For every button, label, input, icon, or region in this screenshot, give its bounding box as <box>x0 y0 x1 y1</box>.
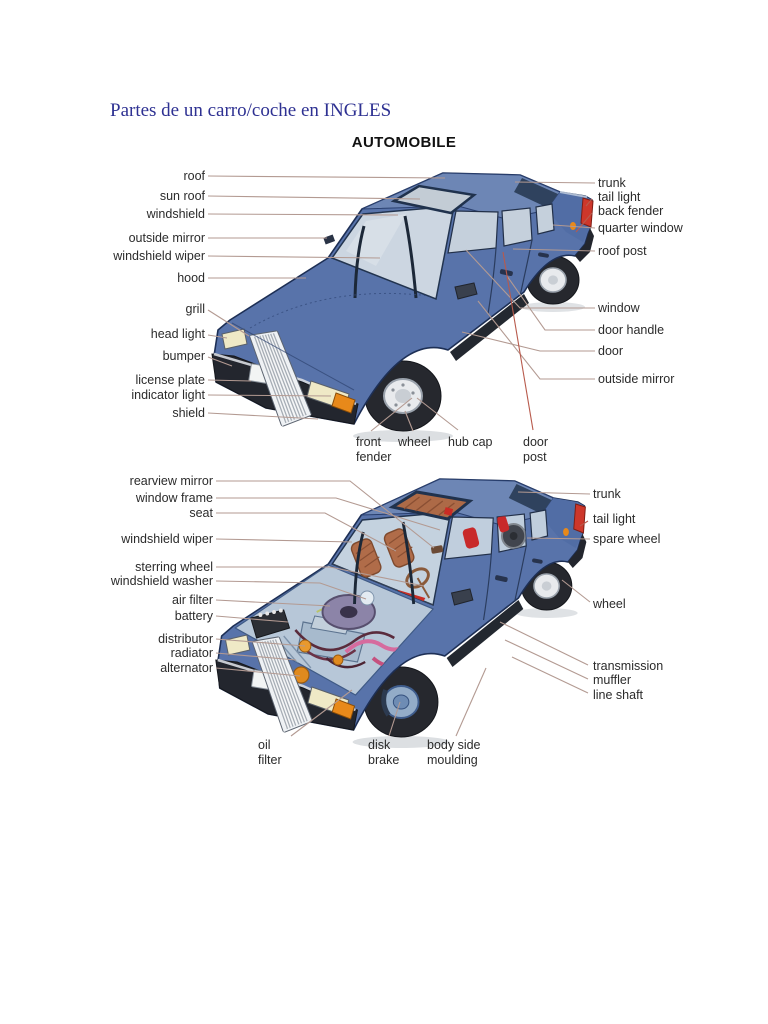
label-license-plate: license plate <box>135 373 206 387</box>
label-door-post: door post <box>523 435 549 464</box>
label-windshield-wiper-2: windshield wiper <box>121 532 213 546</box>
tail-light <box>580 197 594 228</box>
sunroof <box>390 184 478 215</box>
washer-reservoir <box>359 590 375 606</box>
label-hood: hood <box>177 271 205 285</box>
rocker-panel <box>446 600 524 667</box>
label-line-shaft: line shaft <box>593 688 644 702</box>
car-cutaway-illustration <box>215 478 587 748</box>
exterior-car <box>211 172 594 442</box>
indicator-light <box>331 392 356 414</box>
cutaway-car <box>215 478 587 748</box>
label-head-light: head light <box>150 327 205 341</box>
label-trunk-1: trunk <box>598 176 626 190</box>
label-door-handle: door handle <box>598 323 665 337</box>
quarter-window <box>535 203 555 235</box>
label-transmission: transmission <box>593 659 664 673</box>
label-back-fender: back fender <box>598 204 664 218</box>
label-oil-filter: oil filter <box>258 738 282 767</box>
label-windshield-washer: windshield washer <box>110 574 213 588</box>
left-mirror <box>323 234 336 245</box>
label-wheel-2: wheel <box>593 597 626 611</box>
label-disk-brake: disk brake <box>368 738 400 767</box>
label-outside-mirror-left: outside mirror <box>128 231 205 245</box>
wiper-left <box>353 225 366 299</box>
label-alternator: alternator <box>160 661 213 675</box>
label-distributor: distributor <box>158 632 213 646</box>
rear-door-window <box>501 207 533 247</box>
label-windshield: windshield <box>146 207 205 221</box>
rear-window <box>514 178 558 208</box>
label-indicator-light: indicator light <box>131 388 205 402</box>
label-window: window <box>598 301 640 315</box>
label-bumper: bumper <box>162 349 205 363</box>
label-windshield-wiper: windshield wiper <box>113 249 205 263</box>
label-front-fender: front fender <box>356 435 392 464</box>
label-hub-cap: hub cap <box>448 435 493 449</box>
label-sterring-wheel: sterring wheel <box>135 560 213 574</box>
label-rearview-mirror: rearview mirror <box>129 474 213 488</box>
label-window-frame: window frame <box>135 491 213 505</box>
diagram-title: AUTOMOBILE <box>351 134 457 151</box>
label-body-side-moulding: body side moulding <box>427 738 481 767</box>
label-roof: roof <box>183 169 205 183</box>
label-roof-post: roof post <box>598 244 647 258</box>
label-muffler: muffler <box>593 673 631 687</box>
label-quarter-window: quarter window <box>598 221 683 235</box>
label-sun-roof: sun roof <box>159 189 205 203</box>
page-title: Partes de un carro/coche en INGLES <box>110 100 392 121</box>
label-shield: shield <box>172 406 205 420</box>
label-spare-wheel: spare wheel <box>593 532 661 546</box>
label-grill: grill <box>185 302 205 316</box>
label-door: door <box>598 344 624 358</box>
side-marker <box>570 222 576 230</box>
label-radiator: radiator <box>170 646 213 660</box>
tail-light <box>573 503 586 534</box>
label-trunk-2: trunk <box>593 487 621 501</box>
distributor <box>298 639 312 653</box>
label-wheel-1: wheel <box>398 435 431 449</box>
front-door-window <box>447 210 499 254</box>
wiper-right <box>403 215 418 299</box>
label-air-filter: air filter <box>172 593 213 607</box>
car-exterior-illustration <box>211 172 594 442</box>
label-tail-light-2: tail light <box>593 512 636 526</box>
label-battery: battery <box>174 609 213 623</box>
label-outside-mirror-right: outside mirror <box>598 372 675 386</box>
label-seat: seat <box>189 506 213 520</box>
label-tail-light-1: tail light <box>598 190 641 204</box>
right-mirror <box>450 588 474 606</box>
